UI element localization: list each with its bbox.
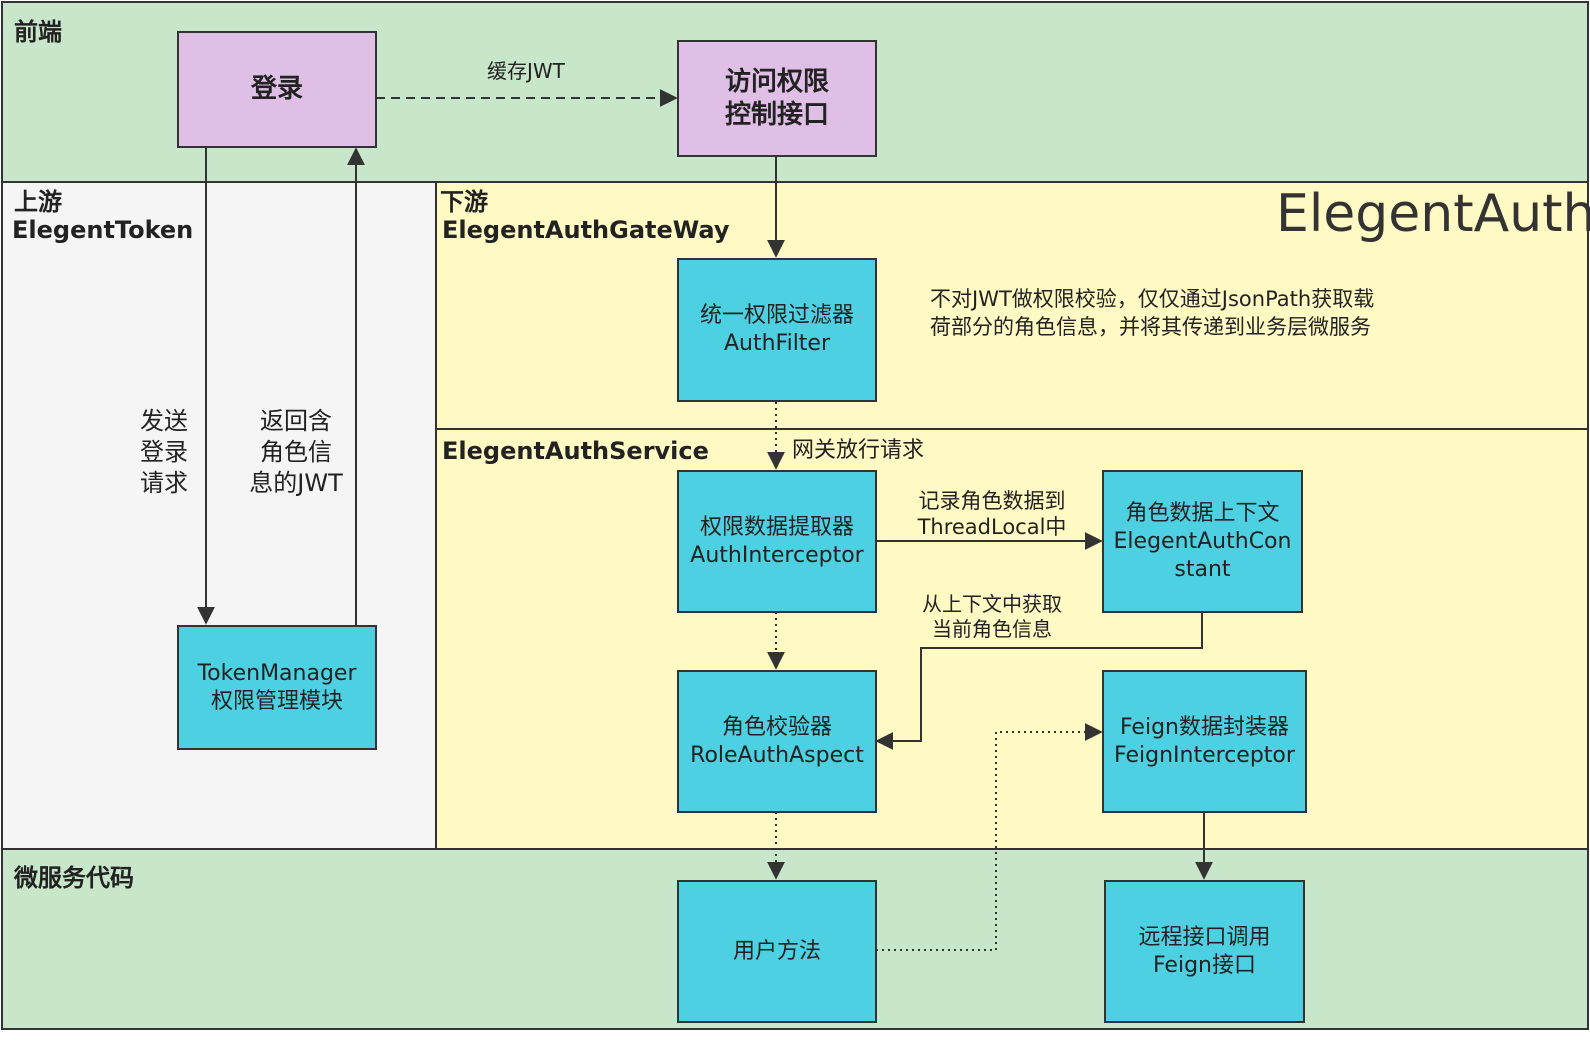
fetch-line1: 从上下文中获取 <box>922 592 1062 616</box>
fetch-line2: 当前角色信息 <box>932 617 1052 641</box>
remote-feign-box: 远程接口调用 Feign接口 <box>1104 880 1305 1023</box>
gateway-note-line1: 不对JWT做权限校验，仅仅通过JsonPath获取载 <box>930 287 1375 311</box>
upstream-title: 上游 <box>14 188 62 216</box>
return-line3: 息的JWT <box>249 469 343 497</box>
context-line3: stant <box>1174 556 1231 582</box>
tokenmanager-box: TokenManager 权限管理模块 <box>177 625 377 750</box>
gateway-note: 不对JWT做权限校验，仅仅通过JsonPath获取载 荷部分的角色信息，并将其传… <box>930 285 1374 341</box>
login-box: 登录 <box>177 31 377 148</box>
user-method-label: 用户方法 <box>732 938 821 964</box>
record-line2: ThreadLocal中 <box>917 515 1067 539</box>
context-line2: ElegentAuthCon <box>1113 528 1292 554</box>
frontend-label: 前端 <box>14 18 62 46</box>
send-line2: 登录 <box>140 438 188 466</box>
send-line3: 请求 <box>140 469 188 497</box>
role-line2: RoleAuthAspect <box>690 742 864 768</box>
token-line2: 权限管理模块 <box>210 688 343 714</box>
return-line2: 角色信 <box>260 438 332 466</box>
authinterceptor-box: 权限数据提取器 AuthInterceptor <box>677 470 877 613</box>
context-line1: 角色数据上下文 <box>1125 500 1280 526</box>
downstream-name: ElegentAuthGateWay <box>442 216 730 244</box>
interceptor-line2: AuthInterceptor <box>690 542 864 568</box>
upstream-name: ElegentToken <box>12 216 194 244</box>
interceptor-line1: 权限数据提取器 <box>699 514 854 540</box>
return-jwt-label: 返回含 角色信 息的JWT <box>246 406 346 499</box>
send-line1: 发送 <box>140 407 188 435</box>
user-method-box: 用户方法 <box>677 880 877 1023</box>
role-context-box: 角色数据上下文 ElegentAuthCon stant <box>1102 470 1303 613</box>
feign-line1: Feign数据封装器 <box>1119 714 1289 740</box>
remote-line1: 远程接口调用 <box>1138 924 1271 950</box>
feigninterceptor-box: Feign数据封装器 FeignInterceptor <box>1102 670 1307 813</box>
authfilter-line2: AuthFilter <box>723 331 831 356</box>
token-line1: TokenManager <box>197 660 357 686</box>
access-line2: 控制接口 <box>724 99 829 130</box>
gateway-note-line2: 荷部分的角色信息，并将其传递到业务层微服务 <box>930 315 1371 339</box>
brand-title: ElegentAuth <box>1276 184 1590 244</box>
access-line1: 访问权限 <box>724 66 829 97</box>
authfilter-box: 统一权限过滤器 AuthFilter <box>677 258 877 402</box>
gateway-pass-label: 网关放行请求 <box>792 438 925 463</box>
microservice-label: 微服务代码 <box>14 864 134 892</box>
send-login-label: 发送 登录 请求 <box>140 406 188 499</box>
record-role-label: 记录角色数据到 ThreadLocal中 <box>912 488 1072 540</box>
remote-line2: Feign接口 <box>1152 952 1256 978</box>
authfilter-line1: 统一权限过滤器 <box>699 303 854 328</box>
access-control-box: 访问权限 控制接口 <box>677 40 877 157</box>
return-line1: 返回含 <box>260 407 332 435</box>
cache-jwt-label: 缓存JWT <box>487 59 565 83</box>
downstream-title: 下游 <box>440 188 488 216</box>
service-zone <box>435 428 1589 850</box>
login-label: 登录 <box>250 74 303 104</box>
fetch-role-label: 从上下文中获取 当前角色信息 <box>912 592 1072 642</box>
role-line1: 角色校验器 <box>721 714 832 740</box>
usermethod-to-feign-arrow <box>876 723 1103 951</box>
service-name: ElegentAuthService <box>442 437 709 465</box>
feign-line2: FeignInterceptor <box>1114 742 1295 768</box>
context-to-role-arrow <box>875 612 1203 750</box>
record-line1: 记录角色数据到 <box>918 489 1066 513</box>
roleauthaspect-box: 角色校验器 RoleAuthAspect <box>677 670 877 813</box>
